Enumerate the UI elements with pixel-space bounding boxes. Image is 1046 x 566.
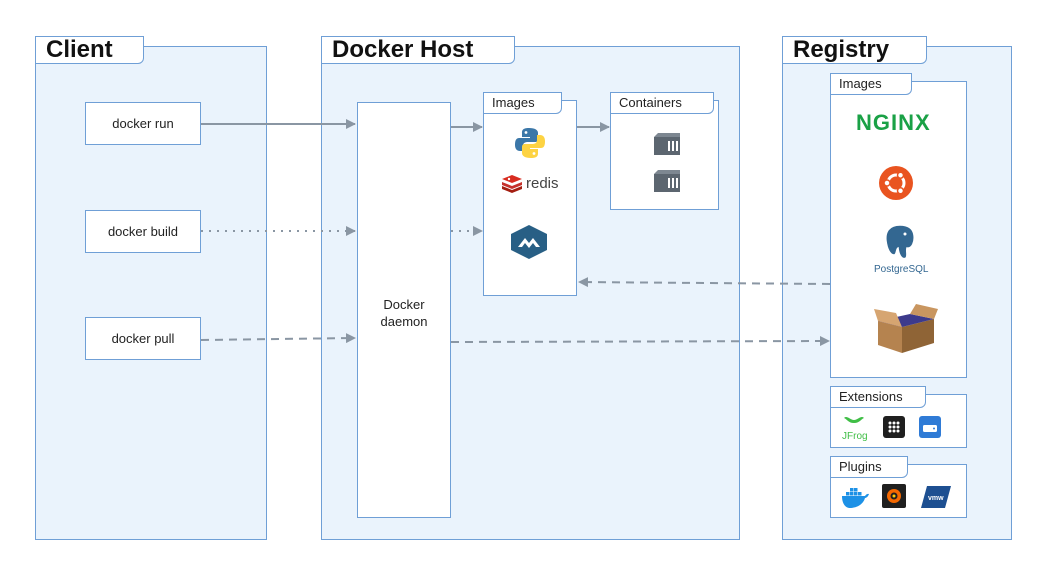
nginx-logo: NGINX — [856, 110, 931, 135]
registry-title: Registry — [782, 36, 927, 64]
postgresql-icon — [885, 224, 915, 260]
pull-arrow — [200, 333, 356, 344]
docker-whale-icon — [842, 488, 869, 508]
ubuntu-icon — [879, 166, 913, 200]
container-icon — [654, 133, 680, 155]
grafana-icon — [882, 484, 906, 508]
container-icon — [654, 170, 680, 192]
docker-build-command[interactable]: docker build — [85, 210, 201, 253]
disk-icon — [919, 416, 941, 438]
registry-images-title: Images — [830, 73, 912, 95]
daemon-label-line1: Docker — [383, 297, 425, 312]
python-icon — [515, 128, 545, 158]
postgresql-label: PostgreSQL — [874, 264, 929, 275]
docker-host-title: Docker Host — [321, 36, 515, 64]
vmware-icon: vmw — [921, 486, 951, 508]
portainer-icon — [511, 225, 547, 259]
redis-icon — [502, 175, 522, 193]
dots-grid-icon — [883, 416, 905, 438]
daemon-label-line2: daemon — [380, 314, 428, 329]
redis-label: redis — [526, 175, 559, 192]
client-title: Client — [35, 36, 144, 64]
docker-run-command[interactable]: docker run — [85, 102, 201, 145]
registry-to-images-arrow — [578, 277, 831, 288]
box-icon — [874, 304, 938, 353]
host-images-title: Images — [483, 92, 562, 114]
docker-daemon[interactable]: Docker daemon — [357, 102, 451, 518]
jfrog-icon: JFrog — [842, 417, 867, 442]
daemon-to-registry-arrow — [450, 336, 830, 347]
containers-title: Containers — [610, 92, 714, 114]
extensions-title: Extensions — [830, 386, 926, 408]
docker-pull-command[interactable]: docker pull — [85, 317, 201, 360]
plugins-title: Plugins — [830, 456, 908, 478]
svg-text:vmw: vmw — [928, 495, 944, 502]
svg-text:JFrog: JFrog — [842, 431, 867, 442]
